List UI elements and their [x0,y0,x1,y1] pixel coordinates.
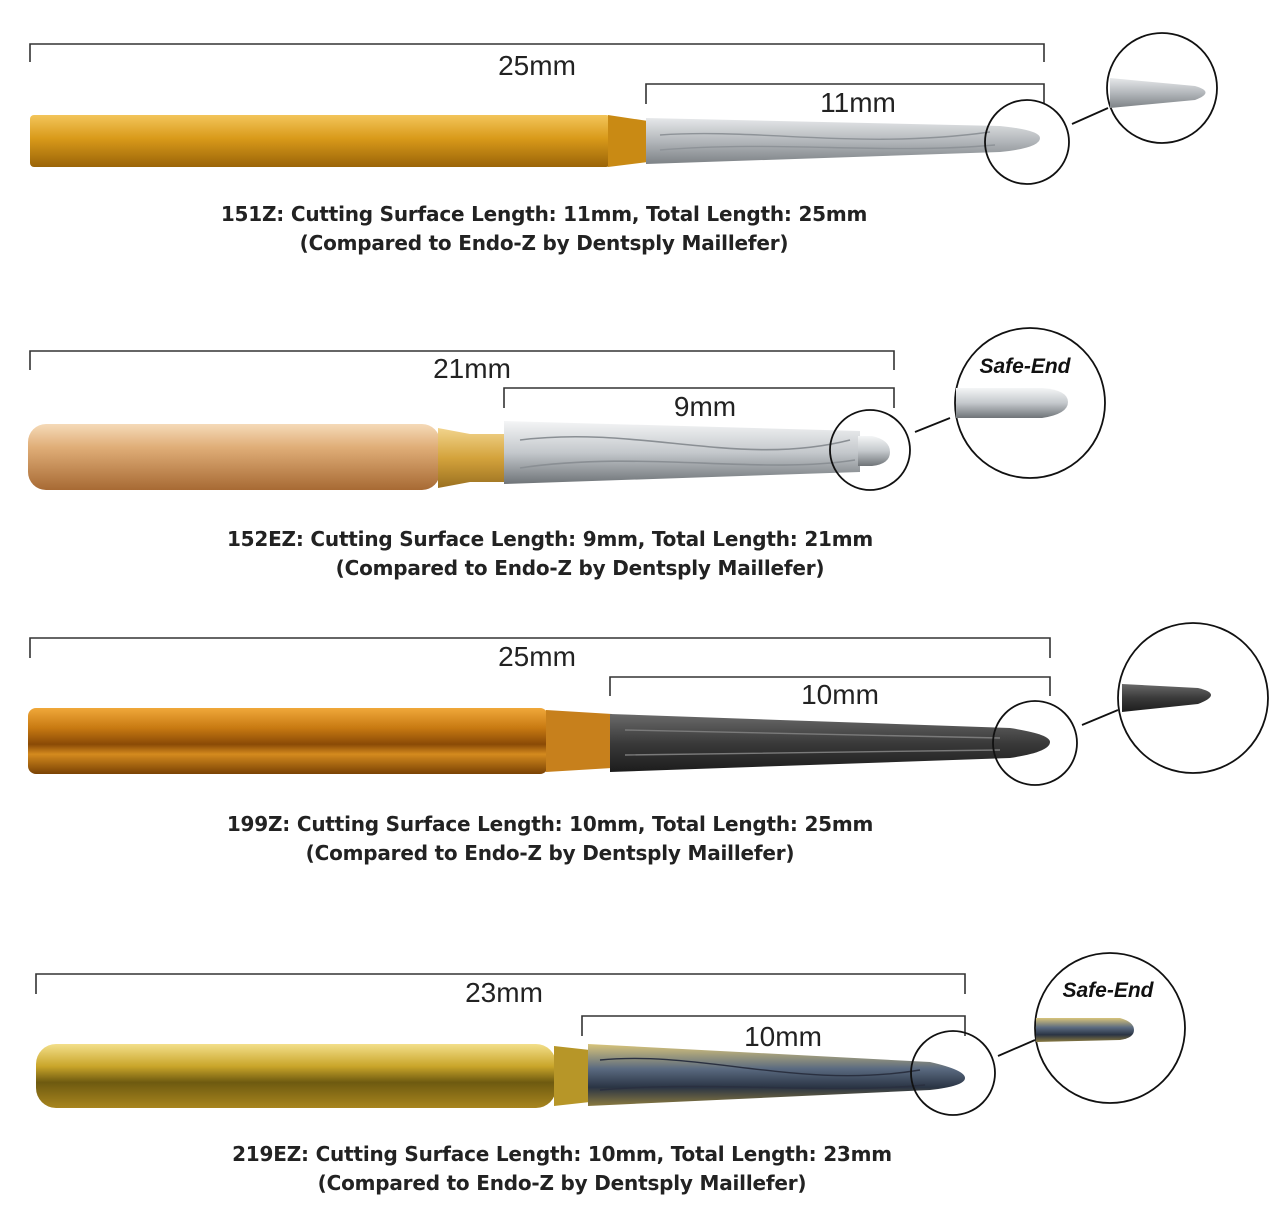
total-length-label: 21mm [433,353,511,384]
cutting-length-label: 10mm [744,1021,822,1052]
tip-marker-circle [829,409,911,491]
bur-flute-lines [659,131,996,151]
bur-151z [30,115,1040,167]
caption-specs: Cutting Surface Length: 9mm, Total Lengt… [310,527,874,551]
caption-line-1: 151Z: Cutting Surface Length: 11mm, Tota… [0,200,1094,229]
cutting-length-label: 9mm [674,391,736,422]
bur-cutting-surface [504,421,860,484]
magnifier-connector [1071,107,1109,125]
bur-safe-end-tip [858,436,890,466]
model-number: 199Z: [226,812,291,836]
bur-diagram-152ez: 21mm 9mm Safe-End [28,327,1106,491]
bur-neck [546,710,612,772]
cutting-length-label: 11mm [820,87,896,118]
bur-219ez [36,1044,965,1108]
bur-flute-lines [519,435,856,469]
bur-flute-lines [624,729,1001,756]
magnified-tip [1110,78,1206,108]
bur-panel-151z: 25mm 11mm 151Z: Cutting Surface Length: … [0,0,1280,300]
caption-line-2: (Compared to Endo-Z by Dentsply Maillefe… [317,1171,807,1195]
bur-diagram-151z: 25mm 11mm [29,32,1218,185]
total-length-bracket [35,973,966,994]
caption-line-2: (Compared to Endo-Z by Dentsply Maillefe… [299,231,789,255]
total-length-bracket [29,637,1051,658]
cutting-length-bracket [503,387,895,408]
model-number: 219EZ: [232,1142,309,1166]
bur-shank [36,1044,556,1108]
bur-neck [438,428,506,488]
caption-line-2: (Compared to Endo-Z by Dentsply Maillefe… [305,841,795,865]
bur-diagram-219ez: 23mm 10mm Safe-End [35,952,1186,1116]
bur-caption: 199Z: Cutting Surface Length: 10mm, Tota… [0,810,1100,868]
magnified-tip [956,388,1068,418]
bur-panel-219ez: 23mm 10mm Safe-End 219EZ: Cutting Surfac… [0,920,1280,1214]
bur-shank [30,115,610,167]
bur-diagram-199z: 25mm 10mm [28,622,1269,786]
safe-end-label: Safe-End [1062,979,1154,1002]
bur-flute-lines [599,1057,926,1091]
caption-line-2: (Compared to Endo-Z by Dentsply Maillefe… [335,556,825,580]
caption-specs: Cutting Surface Length: 11mm, Total Leng… [290,202,868,226]
magnifier-connector [1081,709,1119,726]
total-length-bracket [29,350,895,370]
safe-end-label: Safe-End [979,355,1071,378]
bur-cutting-surface [610,714,1050,772]
total-length-label: 25mm [498,641,576,672]
magnified-tip [1036,1018,1134,1042]
magnifier-connector [914,417,951,433]
bur-caption: 151Z: Cutting Surface Length: 11mm, Tota… [0,200,1094,258]
tip-marker-circle [984,99,1070,185]
bur-199z [28,708,1050,774]
bur-neck [608,115,648,167]
cutting-length-bracket [645,83,1045,104]
cutting-length-bracket [581,1015,966,1036]
bur-neck [554,1046,590,1106]
caption-specs: Cutting Surface Length: 10mm, Total Leng… [296,812,874,836]
magnifier-connector [997,1039,1036,1057]
tip-marker-circle [910,1030,996,1116]
bur-caption: 152EZ: Cutting Surface Length: 9mm, Tota… [0,525,1100,583]
caption-line-1: 152EZ: Cutting Surface Length: 9mm, Tota… [0,525,1100,554]
tip-marker-circle [992,700,1078,786]
caption-line-1: 219EZ: Cutting Surface Length: 10mm, Tot… [12,1140,1112,1169]
magnified-tip [1122,684,1211,712]
bur-caption: 219EZ: Cutting Surface Length: 10mm, Tot… [12,1140,1112,1198]
total-length-label: 25mm [498,50,576,81]
model-number: 151Z: [220,202,285,226]
bur-shank [28,424,440,490]
bur-cutting-surface [588,1044,965,1106]
cutting-length-label: 10mm [801,679,879,710]
model-number: 152EZ: [226,527,304,551]
bur-152ez [28,421,890,490]
cutting-length-bracket [609,676,1051,696]
bur-shank [28,708,548,774]
caption-line-1: 199Z: Cutting Surface Length: 10mm, Tota… [0,810,1100,839]
total-length-bracket [29,43,1045,62]
bur-panel-152ez: 21mm 9mm Safe-End 152EZ: Cutting Surface… [0,300,1280,600]
bur-cutting-surface [646,118,1040,164]
bur-panel-199z: 25mm 10mm 199Z: Cutting Surface Length: … [0,600,1280,900]
caption-specs: Cutting Surface Length: 10mm, Total Leng… [315,1142,893,1166]
total-length-label: 23mm [465,977,543,1008]
